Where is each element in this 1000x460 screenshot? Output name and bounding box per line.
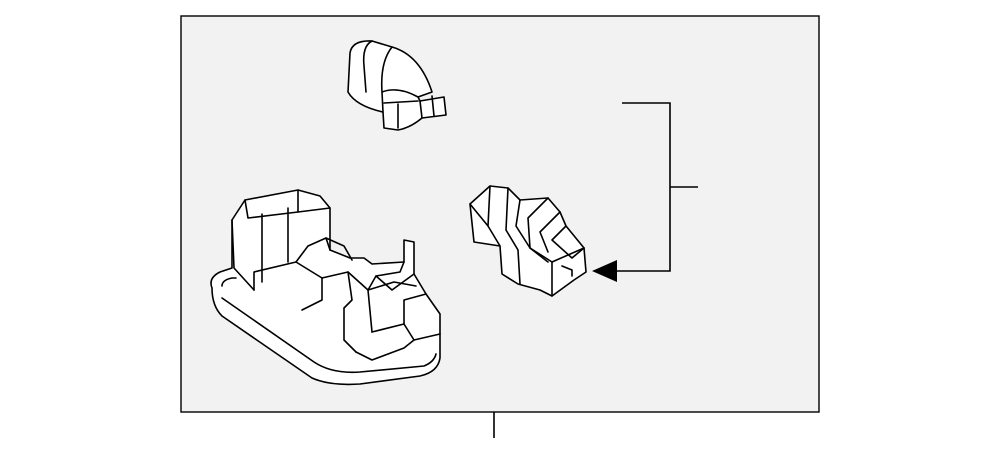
arrowhead-icon: [592, 260, 617, 282]
bracket-callout: [592, 102, 698, 282]
bulb-icon: [347, 40, 447, 131]
socket-icon: [469, 185, 587, 297]
lamp-housing-icon: [210, 189, 441, 386]
